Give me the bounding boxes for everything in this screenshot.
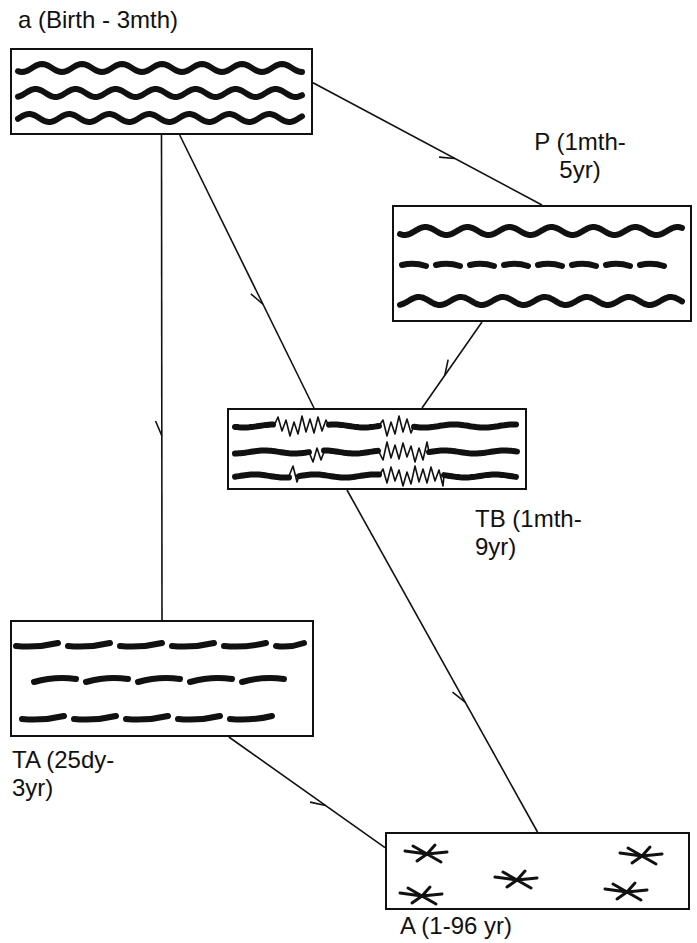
fiber-fragment — [120, 643, 162, 647]
fiber-fragment — [276, 643, 304, 647]
arrow-head — [439, 157, 455, 158]
stage-label: a (Birth - 3mth) — [18, 6, 178, 34]
connector-line — [422, 322, 482, 408]
wavy-fiber — [18, 64, 302, 72]
arrow-head — [452, 692, 465, 702]
fiber-fragment — [172, 643, 214, 647]
crumpled-fiber — [274, 416, 329, 436]
fiber-remnant — [405, 845, 447, 862]
tissue-box: A (1-96 yr) — [385, 832, 690, 910]
fiber-segment — [429, 451, 517, 454]
fiber-segment — [444, 475, 516, 478]
transition-arrow — [422, 322, 482, 408]
fiber-segment — [235, 475, 289, 478]
fiber-fragment — [402, 264, 426, 266]
fiber-fragment — [138, 678, 180, 682]
fiber-illustration — [12, 622, 312, 735]
fiber-fragment — [538, 264, 562, 266]
fiber-fragment — [190, 678, 232, 682]
crumpled-fiber — [379, 416, 414, 436]
fiber-fragment — [16, 643, 58, 647]
stage-label: A (1-96 yr) — [400, 912, 512, 940]
arrow-head — [156, 421, 162, 436]
connector-line — [313, 83, 542, 205]
transition-arrow — [180, 135, 314, 408]
wavy-fiber — [400, 297, 682, 305]
fiber-fragment — [126, 716, 168, 720]
fiber-remnant — [495, 871, 537, 888]
fiber-fragment — [178, 716, 220, 720]
tissue-box: P (1mth-5yr) — [392, 205, 692, 322]
fiber-remnant — [620, 847, 662, 864]
fiber-fragment — [230, 716, 272, 720]
connector-line — [161, 135, 163, 620]
tissue-box: TA (25dy-3yr) — [10, 620, 314, 737]
connector-line — [229, 737, 385, 848]
tissue-box: a (Birth - 3mth) — [10, 48, 313, 135]
fiber-segment — [324, 451, 378, 454]
fiber-illustration — [12, 50, 311, 133]
fiber-illustration — [387, 834, 688, 908]
arrow-head — [310, 802, 326, 805]
fiber-segment — [414, 425, 516, 428]
wavy-fiber — [18, 114, 302, 122]
fiber-segment — [235, 451, 309, 454]
crumpled-fiber — [379, 442, 429, 462]
wavy-fiber — [400, 227, 682, 235]
fiber-fragment — [606, 264, 630, 266]
fiber-segment — [329, 425, 379, 428]
transition-arrow — [313, 83, 542, 205]
fiber-fragment — [22, 716, 64, 720]
stage-label: TB (1mth-9yr) — [475, 505, 589, 560]
fiber-fragment — [436, 264, 460, 266]
fiber-fragment — [68, 643, 110, 647]
arrow-head — [445, 360, 448, 376]
fiber-fragment — [34, 678, 76, 682]
fiber-fragment — [572, 264, 596, 266]
fiber-illustration — [229, 410, 525, 488]
fiber-segment — [235, 425, 273, 428]
fiber-remnant — [605, 883, 647, 900]
transition-arrow — [156, 135, 162, 620]
tissue-box: TB (1mth-9yr) — [227, 408, 527, 490]
fiber-remnant — [400, 887, 442, 904]
arrow-head — [251, 294, 263, 304]
fiber-fragment — [470, 264, 494, 266]
stage-label: P (1mth-5yr) — [523, 128, 637, 183]
fiber-fragment — [504, 264, 528, 266]
fiber-fragment — [86, 678, 128, 682]
fiber-fragment — [640, 264, 664, 266]
fiber-fragment — [242, 678, 284, 682]
fiber-illustration — [394, 207, 690, 320]
fiber-segment — [299, 475, 379, 478]
stage-label: TA (25dy-3yr) — [12, 746, 125, 801]
transition-arrow — [229, 737, 385, 848]
wavy-fiber — [18, 89, 302, 97]
connector-line — [180, 135, 314, 408]
fiber-fragment — [74, 716, 116, 720]
crumpled-fiber — [379, 466, 444, 486]
fiber-fragment — [224, 643, 266, 647]
